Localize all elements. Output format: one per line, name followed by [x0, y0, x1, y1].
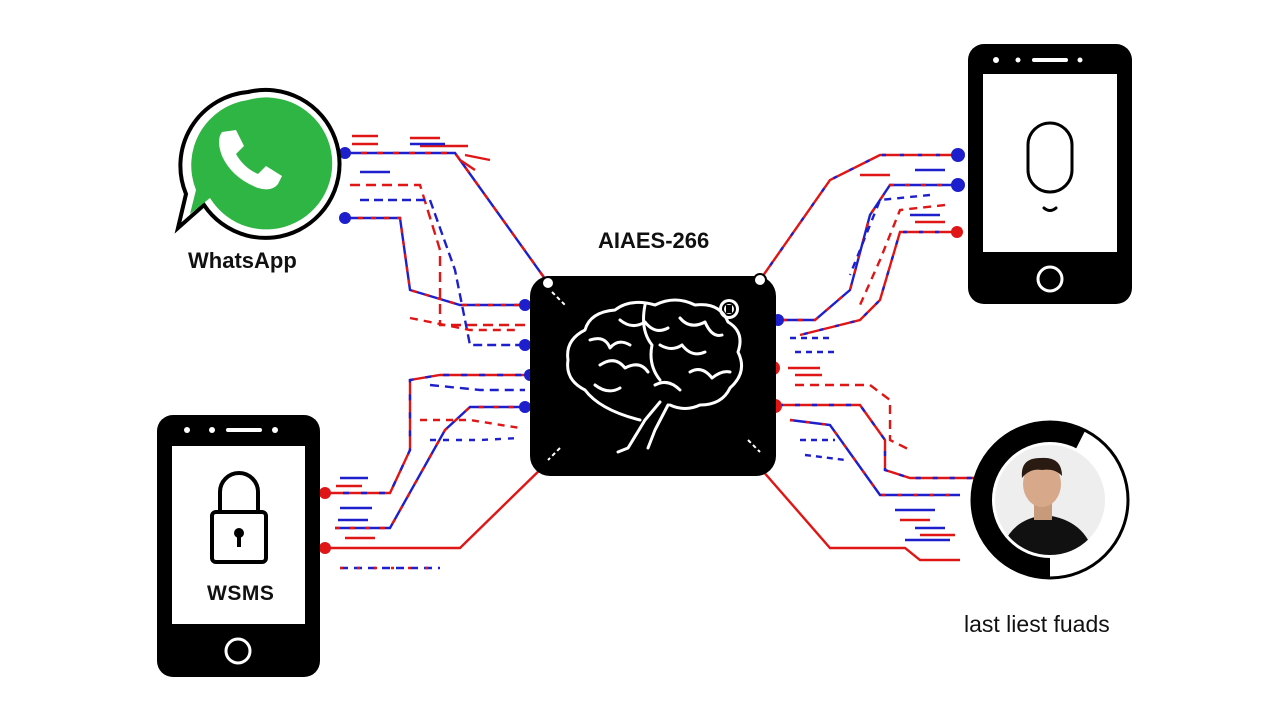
chip-label: AIAES-266: [598, 228, 710, 253]
phone-speaker: [226, 428, 262, 432]
connector-dot: [339, 212, 351, 224]
connection-line: [430, 436, 521, 442]
connection-line: [900, 518, 955, 537]
connection-line: [336, 484, 375, 540]
sms-phone: [157, 415, 320, 677]
home-button: [224, 637, 252, 665]
connector-dot: [951, 148, 965, 162]
connector-dot: [951, 178, 965, 192]
connection-line: [799, 230, 955, 337]
connection-line: [325, 373, 525, 495]
connector-dot: [951, 226, 963, 238]
connection-line: [429, 383, 525, 392]
connection-line: [338, 476, 372, 522]
chip-corner-dot: [541, 276, 555, 290]
brain-icon: [566, 298, 744, 454]
connection-line: [352, 134, 468, 148]
connection-line: [759, 153, 958, 281]
connection-lines-right-upper: [759, 153, 958, 354]
connector-dot: [319, 542, 331, 554]
whatsapp-phone-icon: [219, 130, 282, 190]
connection-line: [409, 316, 520, 332]
phone-camera: [272, 427, 278, 433]
connection-lines-left-lower: [325, 373, 549, 570]
contact-avatar: [970, 420, 1130, 580]
connection-line: [789, 418, 960, 497]
connection-line: [788, 366, 822, 377]
ai-chip: [530, 273, 776, 476]
contact-label: last liest fuads: [964, 611, 1110, 637]
connection-lines-left-upper: [345, 134, 549, 347]
connector-dot: [339, 147, 351, 159]
connection-line: [335, 405, 525, 530]
connection-line: [778, 183, 958, 322]
connection-line: [360, 198, 525, 347]
connection-line: [795, 383, 911, 452]
connection-line: [895, 508, 950, 542]
connection-line: [778, 403, 975, 480]
whatsapp-logo: [174, 87, 342, 240]
connection-line: [754, 461, 960, 562]
connection-line: [800, 438, 846, 462]
home-button: [1036, 265, 1064, 293]
connection-line: [350, 183, 525, 327]
connection-line: [848, 193, 931, 276]
connection-line: [778, 183, 958, 322]
phone-camera: [209, 427, 215, 433]
connection-line: [345, 216, 525, 307]
phone-camera: [1077, 57, 1083, 63]
right-phone: [968, 44, 1132, 304]
phone-camera: [184, 427, 190, 433]
connection-line: [860, 173, 945, 224]
connection-line: [325, 461, 549, 550]
connection-line: [325, 373, 525, 495]
connection-line: [759, 153, 958, 281]
connection-line: [459, 153, 491, 171]
connection-line: [910, 168, 945, 217]
connection-line: [778, 403, 975, 480]
connection-lines-right-lower: [754, 366, 975, 562]
connection-line: [335, 405, 525, 530]
connector-dot: [319, 487, 331, 499]
person-avatar-icon: [995, 445, 1105, 555]
padlock-icon: [210, 471, 268, 564]
whatsapp-label: WhatsApp: [188, 248, 297, 273]
connector-dot: [519, 339, 531, 351]
connection-line: [790, 336, 835, 354]
sms-label: WSMS: [207, 582, 275, 605]
lock-icon: [719, 299, 739, 319]
connection-line: [789, 418, 960, 497]
connection-line: [799, 230, 955, 337]
face-outline-icon: [1026, 121, 1074, 212]
connection-line: [345, 151, 549, 284]
connection-line: [360, 142, 445, 174]
connector-dot: [519, 299, 531, 311]
phone-camera: [1015, 57, 1021, 63]
phone-speaker: [1032, 58, 1068, 62]
connection-line: [858, 203, 946, 306]
connection-line: [420, 418, 521, 430]
chip-corner-dot: [753, 273, 767, 287]
connector-dot: [519, 401, 531, 413]
phone-camera: [993, 57, 999, 63]
